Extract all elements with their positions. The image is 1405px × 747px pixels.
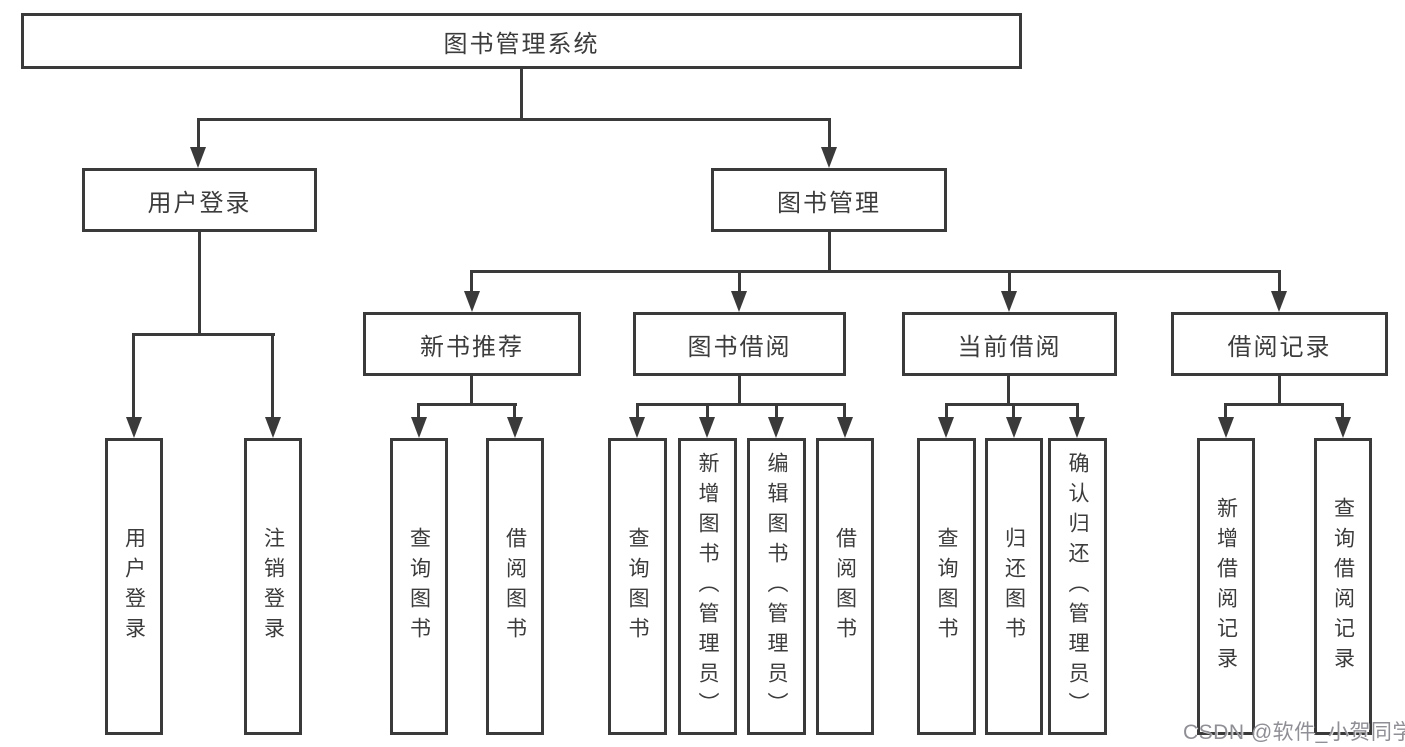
node-new-book-recommend: 新书推荐 <box>363 312 581 376</box>
leaf-edit-books-admin: 编辑图书（管理员） <box>747 438 806 735</box>
connector-line <box>828 118 831 150</box>
connector-line <box>417 403 420 419</box>
leaf-query-books-borrow: 查询图书 <box>608 438 667 735</box>
leaf-confirm-return-admin: 确认归还（管理员） <box>1048 438 1107 735</box>
node-user-login: 用户登录 <box>82 168 317 232</box>
arrowhead-down-icon <box>1335 417 1351 438</box>
leaf-query-books-current: 查询图书 <box>917 438 976 735</box>
connector-line <box>1224 403 1344 406</box>
leaf-query-books-recommend: 查询图书 <box>390 438 448 735</box>
arrowhead-down-icon <box>1218 417 1234 438</box>
leaf-add-borrow-record: 新增借阅记录 <box>1197 438 1255 735</box>
connector-line <box>1076 403 1079 419</box>
connector-line <box>1007 376 1010 406</box>
node-library-system: 图书管理系统 <box>21 13 1022 69</box>
arrowhead-down-icon <box>126 417 142 438</box>
connector-line <box>1224 403 1227 419</box>
connector-line <box>945 403 1078 406</box>
leaf-borrow-books-recommend: 借阅图书 <box>486 438 544 735</box>
connector-line <box>198 232 201 336</box>
arrowhead-down-icon <box>699 417 715 438</box>
arrowhead-down-icon <box>1069 417 1085 438</box>
connector-line <box>1012 403 1015 419</box>
arrowhead-down-icon <box>938 417 954 438</box>
connector-line <box>828 232 831 273</box>
leaf-user-login: 用户登录 <box>105 438 163 735</box>
connector-line <box>470 270 473 292</box>
node-book-management: 图书管理 <box>711 168 947 232</box>
arrowhead-down-icon <box>1271 291 1287 312</box>
arrowhead-down-icon <box>1006 417 1022 438</box>
arrowhead-down-icon <box>464 291 480 312</box>
watermark: CSDN @软件_小贺同学 <box>1183 721 1405 744</box>
connector-line <box>1278 270 1281 292</box>
connector-line <box>1008 270 1011 292</box>
connector-line <box>271 333 274 417</box>
arrowhead-down-icon <box>837 417 853 438</box>
connector-line <box>520 69 523 119</box>
arrowhead-down-icon <box>190 147 206 168</box>
connector-line <box>418 403 517 406</box>
connector-line <box>198 118 831 121</box>
arrowhead-down-icon <box>821 147 837 168</box>
arrowhead-down-icon <box>1001 291 1017 312</box>
connector-line <box>945 403 948 419</box>
connector-line <box>197 118 200 150</box>
connector-line <box>1278 376 1281 406</box>
connector-line <box>132 333 135 417</box>
leaf-logout: 注销登录 <box>244 438 302 735</box>
leaf-add-books-admin: 新增图书（管理员） <box>678 438 737 735</box>
arrowhead-down-icon <box>507 417 523 438</box>
connector-line <box>470 376 473 406</box>
connector-line <box>513 403 516 419</box>
connector-line <box>636 403 846 406</box>
node-book-borrow: 图书借阅 <box>633 312 846 376</box>
connector-line <box>132 333 275 336</box>
connector-line <box>706 403 709 419</box>
arrowhead-down-icon <box>411 417 427 438</box>
leaf-query-borrow-record: 查询借阅记录 <box>1314 438 1372 735</box>
connector-line <box>843 403 846 419</box>
leaf-return-books: 归还图书 <box>985 438 1043 735</box>
connector-line <box>636 403 639 419</box>
arrowhead-down-icon <box>731 291 747 312</box>
connector-line <box>775 403 778 419</box>
connector-line <box>738 270 741 292</box>
connector-line <box>738 376 741 406</box>
connector-line <box>470 270 1280 273</box>
node-borrow-records: 借阅记录 <box>1171 312 1388 376</box>
arrowhead-down-icon <box>629 417 645 438</box>
arrowhead-down-icon <box>265 417 281 438</box>
leaf-borrow-books: 借阅图书 <box>816 438 874 735</box>
node-current-borrow: 当前借阅 <box>902 312 1117 376</box>
arrowhead-down-icon <box>768 417 784 438</box>
connector-line <box>1341 403 1344 419</box>
